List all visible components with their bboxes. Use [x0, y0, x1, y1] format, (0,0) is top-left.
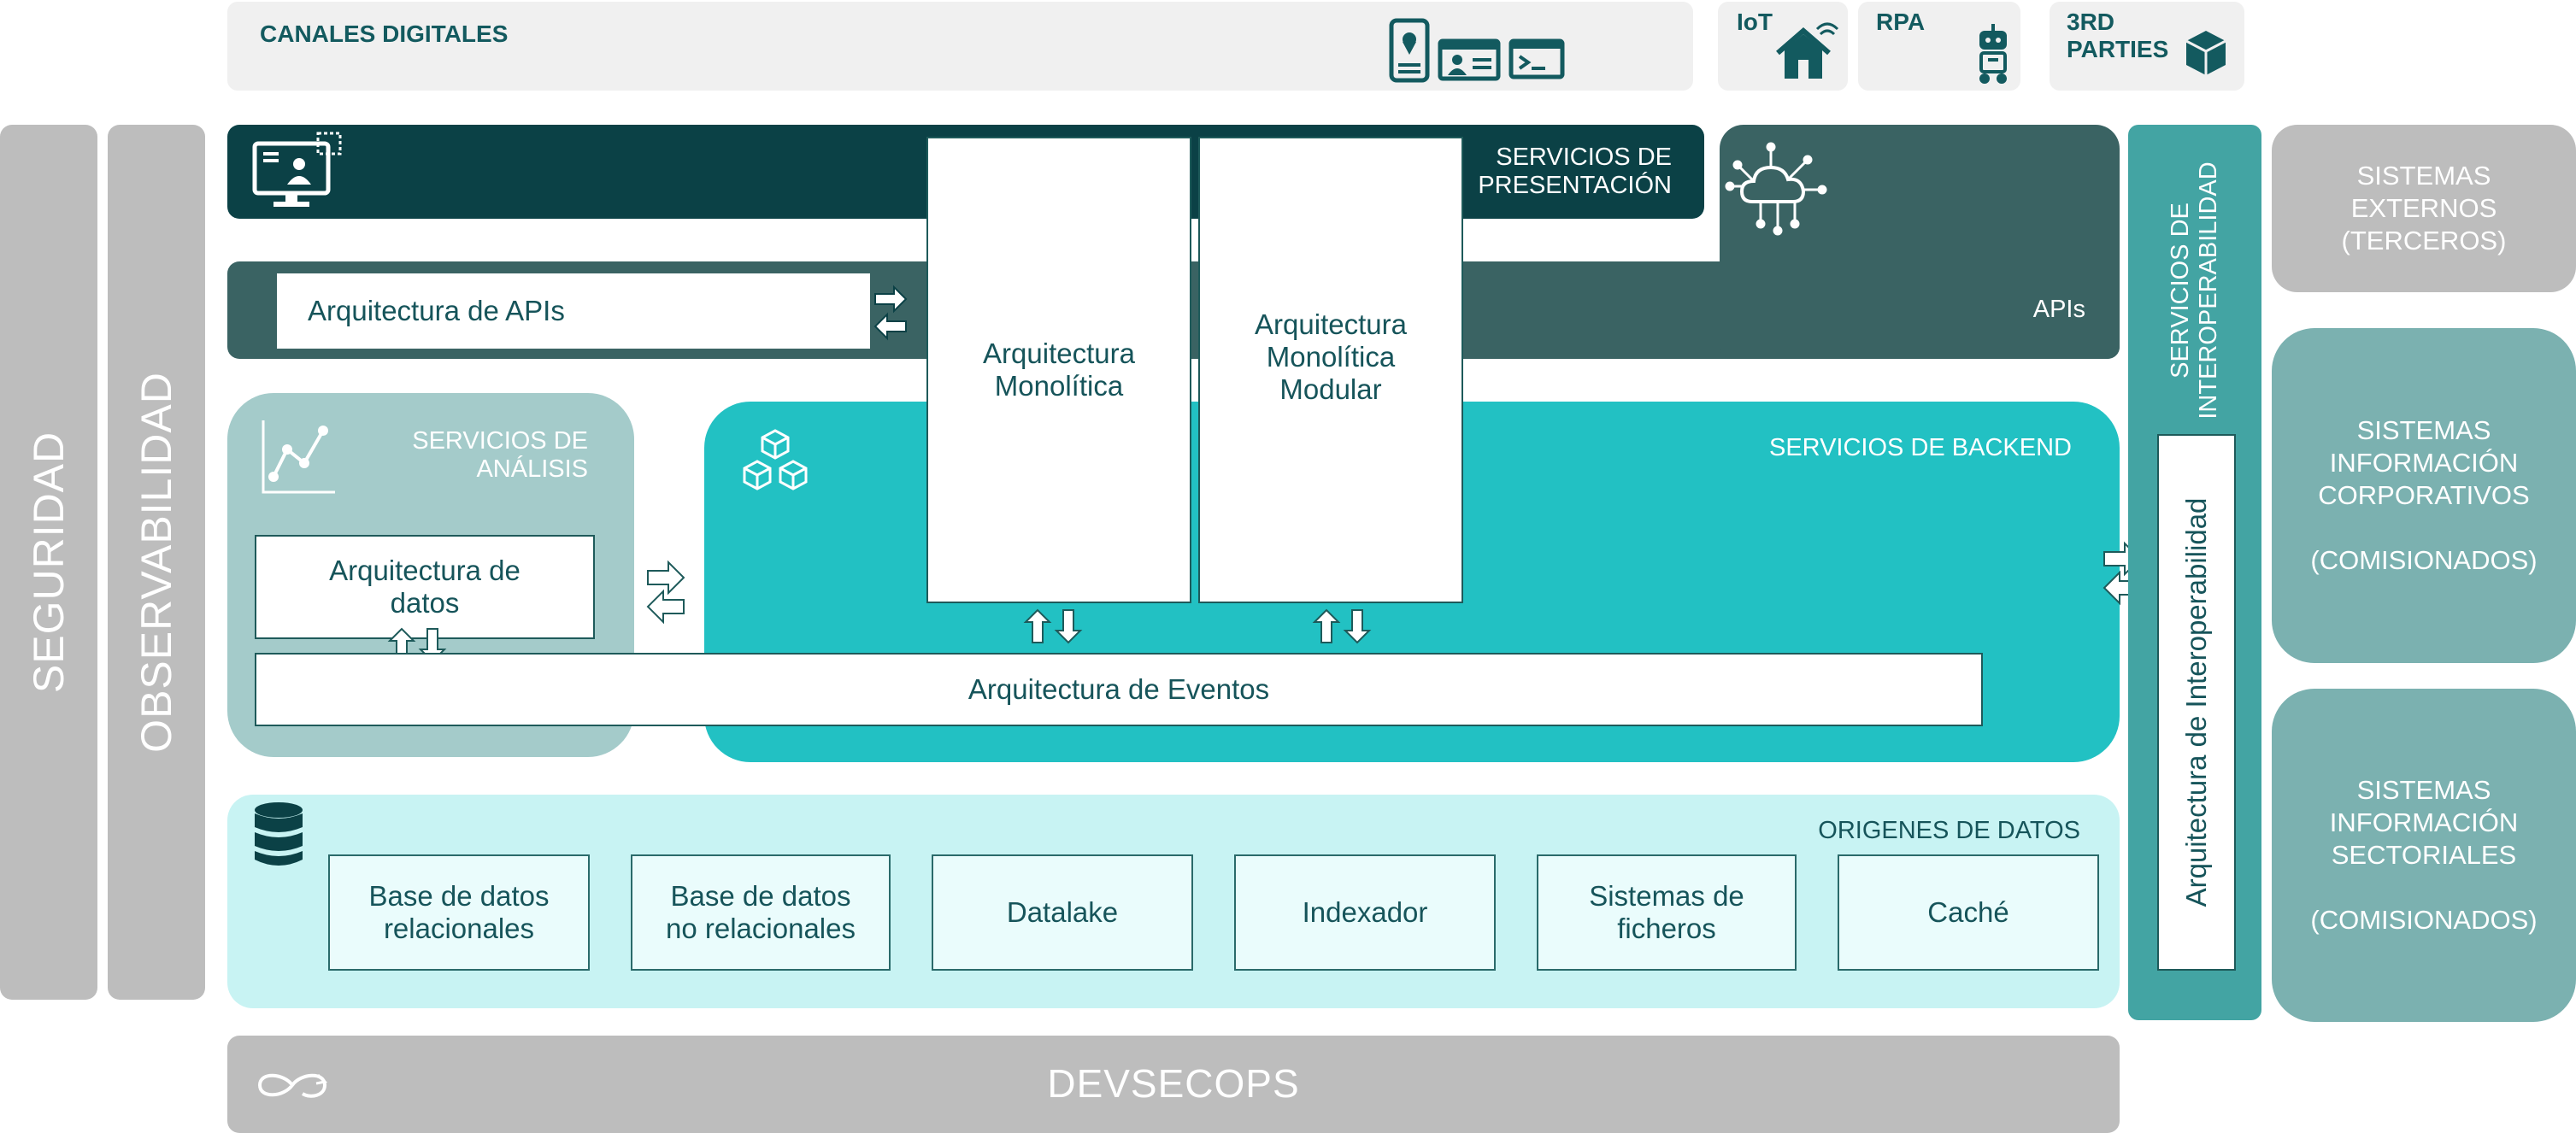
third-parties-title: 3RD PARTIES	[2067, 9, 2169, 62]
smart-home-icon	[1776, 22, 1839, 79]
arquitectura-datos-box: Arquitectura de datos	[255, 535, 595, 639]
contact-card-icon	[1438, 38, 1501, 81]
arquitectura-interop-box	[2157, 434, 2236, 971]
arquitectura-apis-box: Arquitectura de APIs	[277, 273, 870, 349]
origen-datalake: Datalake	[932, 854, 1193, 971]
seguridad-label: SEGURIDAD	[25, 431, 73, 694]
chart-icon	[262, 420, 335, 494]
apis-label: APIs	[2032, 296, 2085, 323]
location-phone-icon	[1389, 18, 1430, 83]
iot-title: IoT	[1737, 9, 1773, 35]
sistemas-corporativos: SISTEMAS INFORMACIÓN CORPORATIVOS (COMIS…	[2272, 328, 2576, 663]
devsecops-label: DEVSECOPS	[1047, 1061, 1300, 1106]
seguridad-bar	[0, 125, 97, 1000]
analisis-backend-arrows	[646, 560, 685, 625]
arquitectura-eventos-box: Arquitectura de Eventos	[255, 653, 1983, 726]
analisis-label: SERVICIOS DE ANÁLISIS	[412, 427, 588, 483]
origen-indexador: Indexador	[1234, 854, 1496, 971]
monolitica-eventos-arrows	[1023, 608, 1083, 644]
blocks-icon	[743, 429, 808, 490]
observabilidad-bar	[108, 125, 205, 1000]
origen-cache: Caché	[1838, 854, 2099, 971]
origen-no-relacionales: Base de datos no relacionales	[631, 854, 891, 971]
arquitectura-interop-label: Arquitectura de Interoperabilidad	[2180, 497, 2212, 907]
monitor-user-icon	[252, 132, 342, 207]
interop-label: SERVICIOS DE INTEROPERABILIDAD	[2167, 161, 2222, 420]
origen-relacionales: Base de datos relacionales	[328, 854, 590, 971]
robot-icon	[1979, 24, 2007, 84]
devsecops-bar	[227, 1036, 2120, 1133]
database-icon	[255, 802, 303, 866]
modular-eventos-arrows	[1312, 608, 1372, 644]
cube-icon	[2185, 31, 2226, 75]
presentacion-label: SERVICIOS DE PRESENTACIÓN	[1478, 144, 1672, 199]
arquitectura-monolitica-box: Arquitectura Monolítica	[926, 137, 1191, 603]
canales-digitales-title: CANALES DIGITALES	[260, 21, 509, 47]
sistemas-externos: SISTEMAS EXTERNOS (TERCEROS)	[2272, 125, 2576, 292]
origenes-label: ORIGENES DE DATOS	[1818, 817, 2080, 844]
sistemas-sectoriales: SISTEMAS INFORMACIÓN SECTORIALES (COMISI…	[2272, 689, 2576, 1022]
arrow-exchange-icon	[873, 285, 908, 341]
backend-label: SERVICIOS DE BACKEND	[1768, 434, 2072, 461]
apis-cloud-panel	[1720, 125, 2120, 359]
infinity-icon	[257, 1073, 328, 1098]
observabilidad-label: OBSERVABILIDAD	[132, 372, 180, 753]
origen-ficheros: Sistemas de ficheros	[1537, 854, 1797, 971]
terminal-icon	[1509, 38, 1565, 79]
rpa-title: RPA	[1876, 9, 1926, 35]
cloud-network-icon	[1725, 142, 1827, 236]
arquitectura-monolitica-modular-box: Arquitectura Monolítica Modular	[1198, 137, 1463, 603]
